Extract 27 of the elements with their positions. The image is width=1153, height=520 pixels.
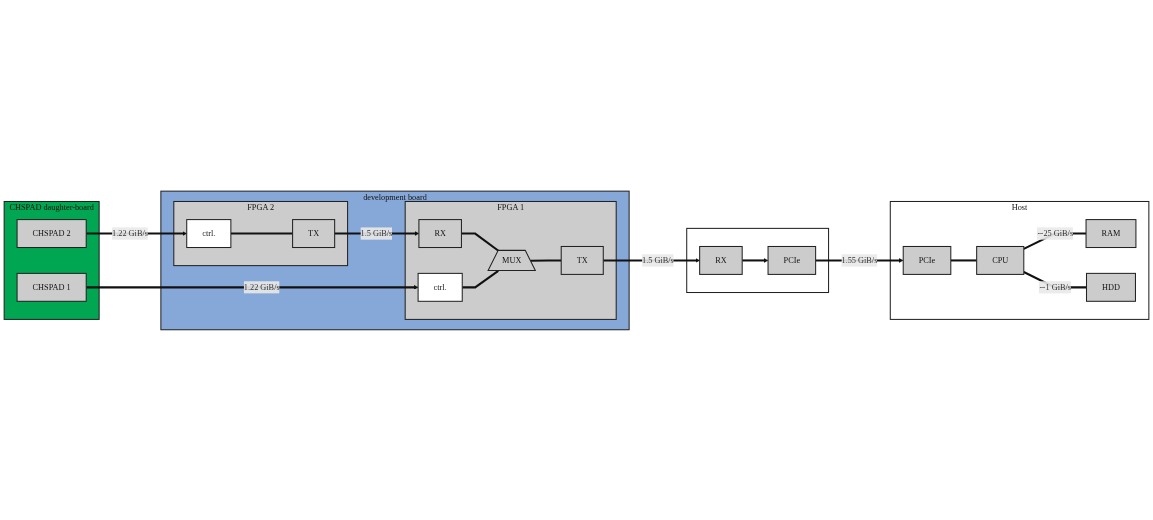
node-box: PCIe — [902, 245, 952, 275]
node-box: ctrl. — [186, 218, 232, 248]
cluster — [686, 227, 830, 293]
node-box: RAM — [1085, 218, 1137, 248]
connector — [530, 258, 562, 262]
edge-label: 1.5 GiB/s — [642, 255, 674, 265]
node-box: TX — [560, 245, 604, 275]
node-box: RX — [418, 218, 462, 248]
edge-label: 1.22 GiB/s — [112, 228, 148, 238]
edge-label: ∼25 GiB/s — [1036, 228, 1074, 238]
edge-label: 1.55 GiB/s — [841, 255, 878, 265]
edge-label: 1.5 GiB/s — [360, 228, 393, 238]
edge-label: ∼1 GiB/s — [1038, 282, 1072, 292]
edge-label: 1.22 GiB/s — [243, 282, 280, 292]
arrow — [742, 257, 769, 263]
node-box: PCIe — [767, 245, 817, 275]
connector — [461, 232, 499, 252]
node-box: CHSPAD 1 — [16, 272, 87, 302]
node-box: TX — [292, 218, 336, 248]
node-box: CPU — [976, 245, 1025, 275]
connector — [950, 258, 977, 262]
node-box: RX — [699, 245, 743, 275]
node-box: CHSPAD 2 — [16, 218, 87, 248]
arrow — [86, 284, 419, 290]
node-box: ctrl. — [417, 272, 463, 302]
connector — [230, 232, 293, 235]
node-box: HDD — [1086, 272, 1136, 302]
